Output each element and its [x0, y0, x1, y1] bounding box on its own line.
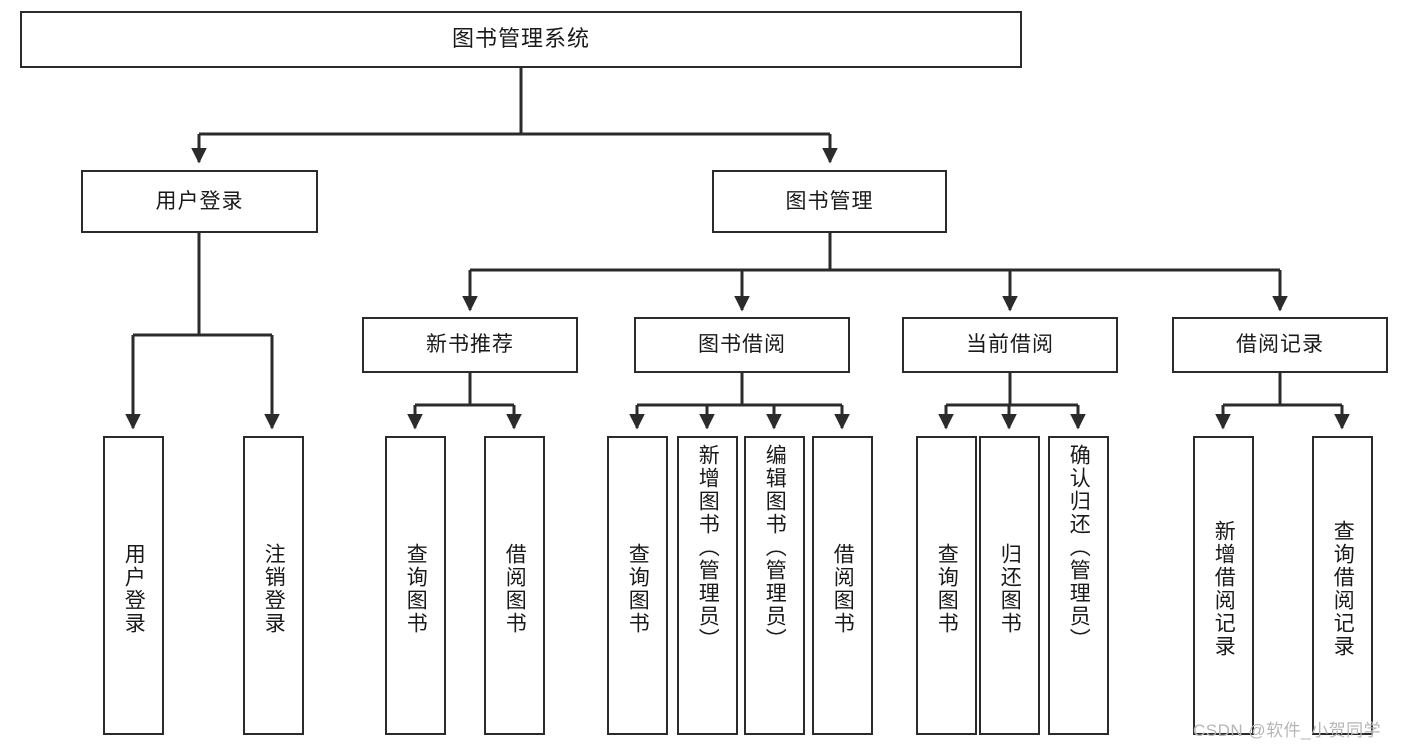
leaf-current-borrow-2[interactable]: 归还图书 [979, 436, 1040, 735]
node-new-book-recommend[interactable]: 新书推荐 [362, 317, 578, 373]
leaf-borrow-record-2-label: 查询借阅记录 [1331, 519, 1355, 658]
leaf-text-wrap: 用户登录 [105, 444, 162, 733]
leaf-user-login-1[interactable]: 用户登录 [103, 436, 164, 735]
leaf-text-wrap: 查询图书 [609, 444, 666, 733]
leaf-borrow-record-1[interactable]: 新增借阅记录 [1193, 436, 1254, 735]
leaf-current-borrow-1[interactable]: 查询图书 [916, 436, 977, 735]
node-new-book-recommend-label: 新书推荐 [426, 333, 514, 357]
leaf-user-login-2[interactable]: 注销登录 [243, 436, 304, 735]
node-user-login-label: 用户登录 [155, 189, 244, 213]
leaf-text-wrap: 查询图书 [918, 444, 975, 733]
leaf-book-borrow-4-label: 借阅图书 [831, 542, 855, 635]
leaf-user-login-1-label: 用户登录 [122, 542, 146, 635]
leaf-new-book-2-label: 借阅图书 [503, 542, 527, 635]
leaf-current-borrow-1-label: 查询图书 [935, 542, 959, 635]
node-user-login[interactable]: 用户登录 [81, 170, 318, 233]
leaf-text-wrap: 确认归还（管理员） [1050, 444, 1107, 733]
leaf-text-wrap: 新增图书（管理员） [679, 444, 736, 733]
node-book-borrow[interactable]: 图书借阅 [634, 317, 850, 373]
node-book-manage[interactable]: 图书管理 [712, 170, 947, 233]
leaf-current-borrow-2-label: 归还图书 [998, 542, 1022, 635]
leaf-text-wrap: 借阅图书 [486, 444, 543, 733]
leaf-borrow-record-1-label: 新增借阅记录 [1212, 519, 1236, 658]
leaf-text-wrap: 查询图书 [387, 444, 444, 733]
leaf-book-borrow-2-label: 新增图书（管理员） [696, 444, 720, 651]
leaf-new-book-2[interactable]: 借阅图书 [484, 436, 545, 735]
leaf-new-book-1-label: 查询图书 [404, 542, 428, 635]
leaf-current-borrow-3[interactable]: 确认归还（管理员） [1048, 436, 1109, 735]
node-borrow-record-label: 借阅记录 [1236, 333, 1324, 357]
node-root[interactable]: 图书管理系统 [20, 11, 1022, 68]
leaf-text-wrap: 编辑图书（管理员） [746, 444, 803, 733]
node-book-borrow-label: 图书借阅 [698, 333, 786, 357]
leaf-text-wrap: 借阅图书 [814, 444, 871, 733]
csdn-watermark: CSDN @软件_小贺同学 [1193, 721, 1382, 740]
node-current-borrow[interactable]: 当前借阅 [902, 317, 1118, 373]
leaf-book-borrow-2[interactable]: 新增图书（管理员） [677, 436, 738, 735]
leaf-user-login-2-label: 注销登录 [262, 542, 286, 635]
node-borrow-record[interactable]: 借阅记录 [1172, 317, 1388, 373]
leaf-book-borrow-3[interactable]: 编辑图书（管理员） [744, 436, 805, 735]
node-root-label: 图书管理系统 [451, 26, 590, 52]
leaf-text-wrap: 归还图书 [981, 444, 1038, 733]
leaf-text-wrap: 查询借阅记录 [1314, 444, 1371, 733]
leaf-book-borrow-3-label: 编辑图书（管理员） [763, 444, 787, 651]
leaf-text-wrap: 新增借阅记录 [1195, 444, 1252, 733]
node-book-manage-label: 图书管理 [785, 189, 874, 213]
node-current-borrow-label: 当前借阅 [966, 333, 1054, 357]
leaf-borrow-record-2[interactable]: 查询借阅记录 [1312, 436, 1373, 735]
leaf-current-borrow-3-label: 确认归还（管理员） [1067, 444, 1091, 651]
leaf-book-borrow-1[interactable]: 查询图书 [607, 436, 668, 735]
leaf-book-borrow-1-label: 查询图书 [626, 542, 650, 635]
leaf-book-borrow-4[interactable]: 借阅图书 [812, 436, 873, 735]
leaf-new-book-1[interactable]: 查询图书 [385, 436, 446, 735]
leaf-text-wrap: 注销登录 [245, 444, 302, 733]
